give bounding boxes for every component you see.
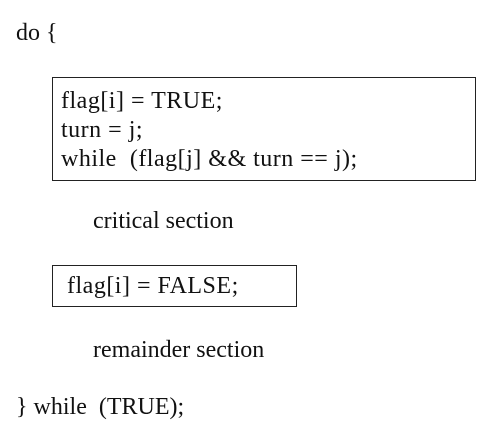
exit-section-box: flag[i] = FALSE; [52,265,297,307]
remainder-section-label: remainder section [93,337,265,363]
do-close-line: } while (TRUE); [16,394,185,420]
entry-section-box: flag[i] = TRUE; turn = j; while (flag[j]… [52,77,476,181]
entry-line-flag-true: flag[i] = TRUE; [61,88,223,114]
critical-section-label: critical section [93,208,234,234]
do-open-line: do { [16,20,58,46]
entry-line-while: while (flag[j] && turn == j); [61,146,358,172]
exit-line-flag-false: flag[i] = FALSE; [67,273,239,299]
entry-line-turn: turn = j; [61,117,144,143]
